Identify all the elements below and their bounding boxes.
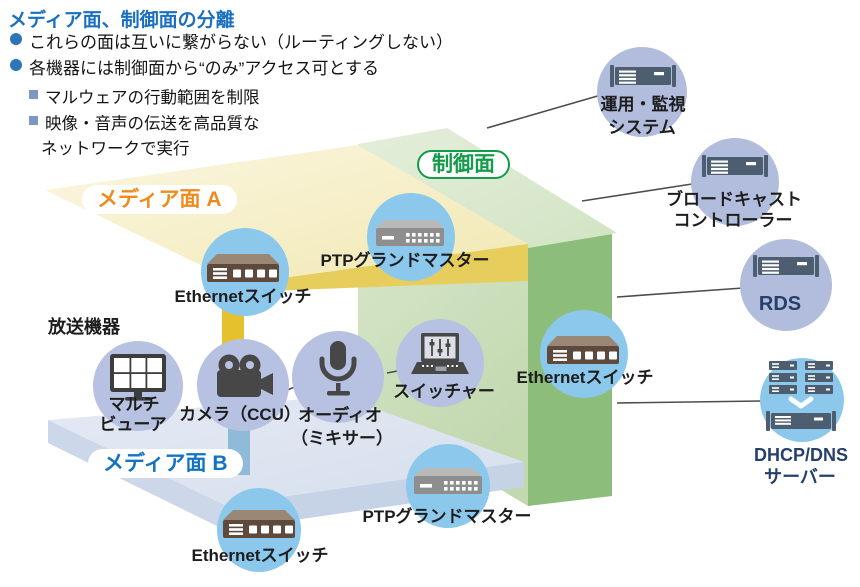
bullet-1-text: これらの面は互いに繋がらない（ルーティングしない） xyxy=(29,33,453,52)
connector-dhcp-dns xyxy=(616,400,762,404)
dhcp-dns-label-line1: DHCP/DNS xyxy=(753,445,849,465)
bullet-dot-icon xyxy=(10,59,22,71)
sub-bullet-2-cont: ネットワークで実行 xyxy=(41,135,190,159)
node-dhcp-dns-server xyxy=(760,358,844,442)
bullet-dot-icon xyxy=(10,33,22,45)
bullet-square-icon xyxy=(29,90,38,99)
media-plane-b-top-face xyxy=(48,396,524,505)
switcher-laptop-icon xyxy=(411,333,469,374)
sub-bullet-2-text-line1: 映像・音声の伝送を高品質な xyxy=(45,115,260,133)
connector-rds xyxy=(616,287,744,298)
audio-label-line2: （ミキサー） xyxy=(291,429,393,448)
chevron-down-icon xyxy=(788,396,814,409)
sub-bullet-2: 映像・音声の伝送を高品質な xyxy=(29,110,260,134)
bullet-1: これらの面は互いに繋がらない（ルーティングしない） xyxy=(10,28,453,53)
connector-monitoring xyxy=(486,94,602,129)
ptp-grandmaster-icon xyxy=(376,220,444,246)
broadcast-controller-label-line2: コントローラー xyxy=(673,211,793,230)
broadcast-equipment-label: 放送機器 xyxy=(48,317,120,337)
page-title: メディア面、制御面の分離 xyxy=(8,10,235,31)
server-farm-icon xyxy=(766,361,836,431)
node-rds xyxy=(740,239,832,331)
ethernet-switch-b-label: Ethernetスイッチ xyxy=(191,546,329,565)
media-plane-a-label-pill: メディア面 A xyxy=(82,185,237,214)
sub-bullet-2-text-line2: ネットワークで実行 xyxy=(41,140,190,158)
audio-label-line1: オーディオ xyxy=(298,406,382,425)
dhcp-dns-label-line2: サーバー xyxy=(764,467,836,487)
rds-label: RDS xyxy=(758,293,802,315)
ethernet-switch-a-label: Ethernetスイッチ xyxy=(174,287,312,306)
ethernet-switch-icon xyxy=(207,254,279,282)
video-camera-icon xyxy=(217,354,273,397)
monitoring-system-label-line2: システム xyxy=(608,118,676,137)
multiviewer-label-line2: ビューア xyxy=(99,415,167,434)
connector-broadcast-controller xyxy=(581,183,693,202)
camera-ccu-label: カメラ（CCU） xyxy=(179,405,301,424)
switcher-label: スイッチャー xyxy=(393,382,495,401)
server-icon xyxy=(610,65,676,87)
bullet-2: 各機器には制御面から“のみ”アクセス可とする xyxy=(10,54,379,79)
ptp-grandmaster-a-label: PTPグランドマスター xyxy=(320,251,490,270)
ptp-grandmaster-b-label: PTPグランドマスター xyxy=(362,507,532,526)
server-icon xyxy=(753,255,819,277)
bullet-square-icon xyxy=(29,116,38,125)
control-plane-label-pill: 制御面 xyxy=(417,150,510,179)
multiviewer-monitor-icon xyxy=(110,354,166,401)
bullet-2-text: 各機器には制御面から“のみ”アクセス可とする xyxy=(29,59,379,78)
monitoring-system-label-line1: 運用・監視 xyxy=(600,95,686,114)
sub-bullet-1-text: マルウェアの行動範囲を制限 xyxy=(45,89,260,107)
ethernet-switch-icon xyxy=(223,510,295,538)
multiviewer-label-line1: マルチ xyxy=(108,395,160,414)
sub-bullet-1: マルウェアの行動範囲を制限 xyxy=(29,84,260,108)
ethernet-switch-icon xyxy=(547,336,619,364)
ethernet-switch-control-label: Ethernetスイッチ xyxy=(516,368,654,387)
media-plane-b-label-pill: メディア面 B xyxy=(88,449,243,478)
broadcast-controller-label-line1: ブロードキャスト xyxy=(666,190,802,209)
connector-lines xyxy=(284,94,762,404)
server-icon xyxy=(702,155,768,177)
microphone-icon xyxy=(319,341,357,396)
ptp-grandmaster-icon xyxy=(414,468,482,494)
